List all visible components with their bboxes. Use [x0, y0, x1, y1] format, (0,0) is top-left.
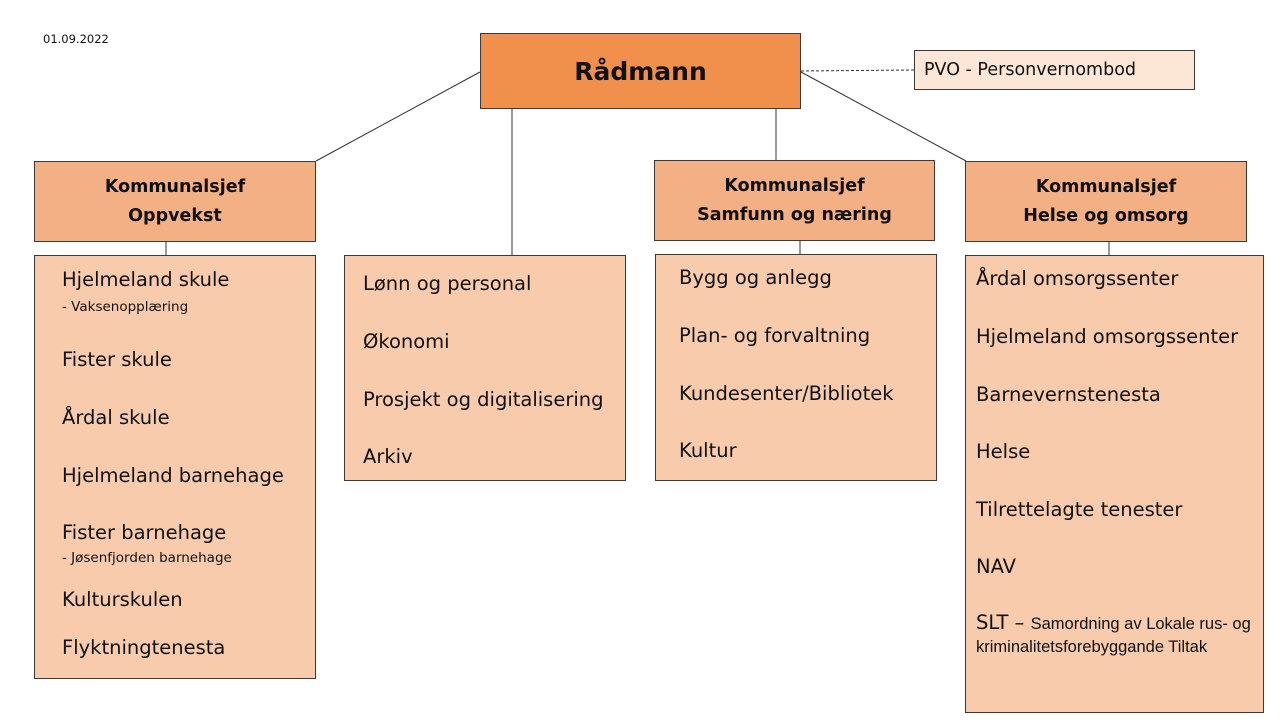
- samfunn-title-line2: Samfunn og næring: [697, 204, 892, 225]
- samfunn-title-line1: Kommunalsjef: [724, 175, 865, 196]
- list-item: Årdal skule: [62, 406, 170, 429]
- list-subitem: - Vaksenopplæring: [62, 299, 189, 315]
- list-item: Prosjekt og digitalisering: [363, 388, 604, 411]
- slt-prefix: SLT –: [976, 611, 1031, 634]
- pvo-box: PVO - Personvernombod: [914, 50, 1195, 90]
- list-item: Hjelmeland omsorgssenter: [976, 325, 1239, 348]
- list-item: Bygg og anlegg: [679, 266, 832, 289]
- radmann-label: Rådmann: [574, 56, 707, 86]
- samfunn-header-box: Kommunalsjef Samfunn og næring: [654, 160, 935, 241]
- list-item: Hjelmeland skule: [62, 268, 230, 291]
- list-item: Helse: [976, 440, 1031, 463]
- staff-list-box: Lønn og personal Økonomi Prosjekt og dig…: [344, 255, 626, 481]
- list-item: NAV: [976, 555, 1017, 578]
- list-item: Plan- og forvaltning: [679, 324, 871, 347]
- connector-pvo: [800, 69, 915, 72]
- date-label: 01.09.2022: [43, 32, 109, 46]
- list-item: Kundesenter/Bibliotek: [679, 382, 894, 405]
- list-item: Barnevernstenesta: [976, 383, 1161, 406]
- list-item: Flyktningtenesta: [62, 636, 226, 659]
- list-item: Lønn og personal: [363, 272, 532, 295]
- samfunn-list-box: Bygg og anlegg Plan- og forvaltning Kund…: [655, 254, 937, 481]
- helse-title-line1: Kommunalsjef: [1035, 176, 1177, 197]
- oppvekst-title-line2: Oppvekst: [128, 205, 222, 226]
- helse-title-line2: Helse og omsorg: [1023, 205, 1189, 226]
- list-subitem: - Jøsenfjorden barnehage: [62, 550, 232, 566]
- oppvekst-header-box: Kommunalsjef Oppvekst: [34, 161, 316, 242]
- list-item: Arkiv: [363, 445, 413, 468]
- helse-header-box: Kommunalsjef Helse og omsorg: [965, 161, 1247, 242]
- list-item: Tilrettelagte tenester: [976, 498, 1183, 521]
- oppvekst-list-box: Hjelmeland skule - Vaksenopplæring Fiste…: [34, 255, 316, 679]
- radmann-box: Rådmann: [480, 33, 801, 109]
- oppvekst-title-line1: Kommunalsjef: [104, 176, 246, 197]
- list-item: Hjelmeland barnehage: [62, 464, 284, 487]
- pvo-label: PVO - Personvernombod: [924, 60, 1137, 80]
- list-item: Kulturskulen: [62, 588, 183, 611]
- connector-oppvekst: [315, 71, 481, 162]
- list-item: Kultur: [679, 439, 737, 462]
- helse-list-box: Årdal omsorgssenter Hjelmeland omsorgsse…: [965, 255, 1264, 713]
- slt-item: SLT – Samordning av Lokale rus- og krimi…: [976, 612, 1261, 658]
- list-item: Fister barnehage: [62, 521, 227, 544]
- slt-description: Samordning av Lokale rus- og kriminalite…: [976, 615, 1251, 656]
- list-item: Fister skule: [62, 348, 172, 371]
- list-item: Årdal omsorgssenter: [976, 267, 1179, 290]
- connector-helse: [800, 71, 967, 162]
- list-item: Økonomi: [363, 330, 450, 353]
